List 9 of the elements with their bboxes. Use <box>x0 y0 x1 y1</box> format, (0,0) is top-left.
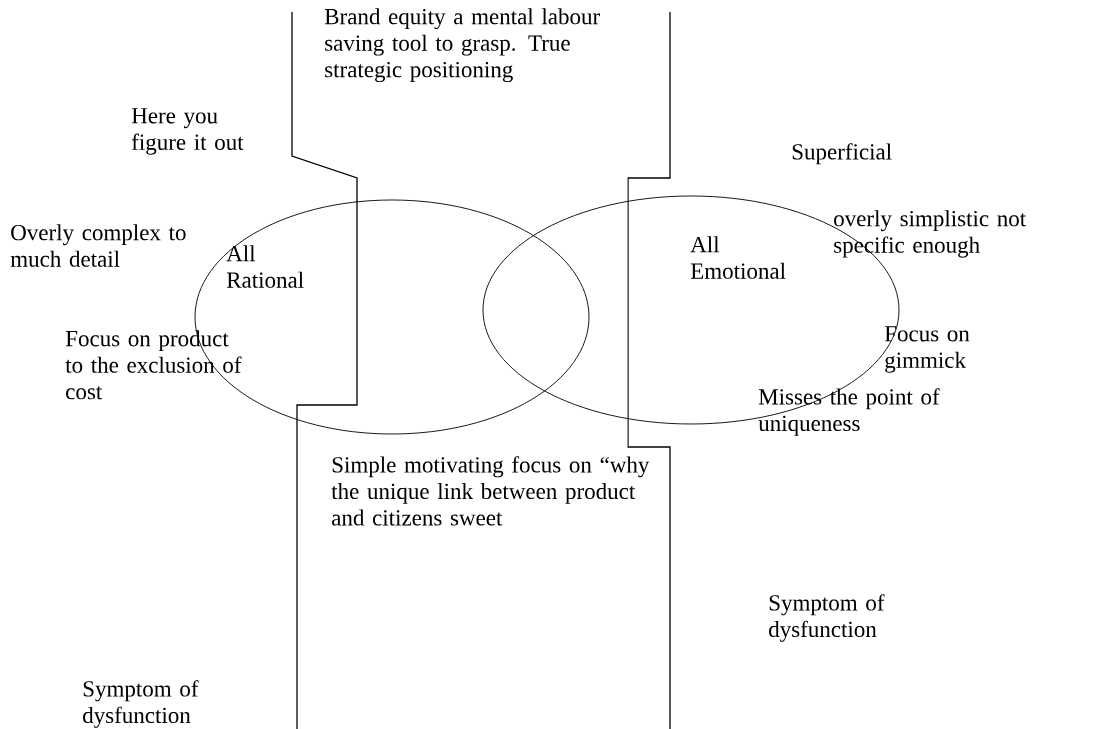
label-text: Misses the point of uniqueness <box>758 388 940 436</box>
label-text: Here you figure it out <box>131 108 244 155</box>
label-text: Focus on gimmick <box>884 326 970 373</box>
label-text: Symptom of dysfunction <box>769 594 885 642</box>
label-text: Brand equity a mental labour saving tool to grasp. True strategic positioning <box>324 8 600 83</box>
label-text: Superficial <box>792 143 892 165</box>
label-text: Symptom of dysfunction <box>83 680 199 728</box>
label-text: Focus on product to the exclusion of cost <box>65 330 242 400</box>
label-text: Simple motivating focus on “why the unique link between product and citizens sweet <box>331 456 650 526</box>
